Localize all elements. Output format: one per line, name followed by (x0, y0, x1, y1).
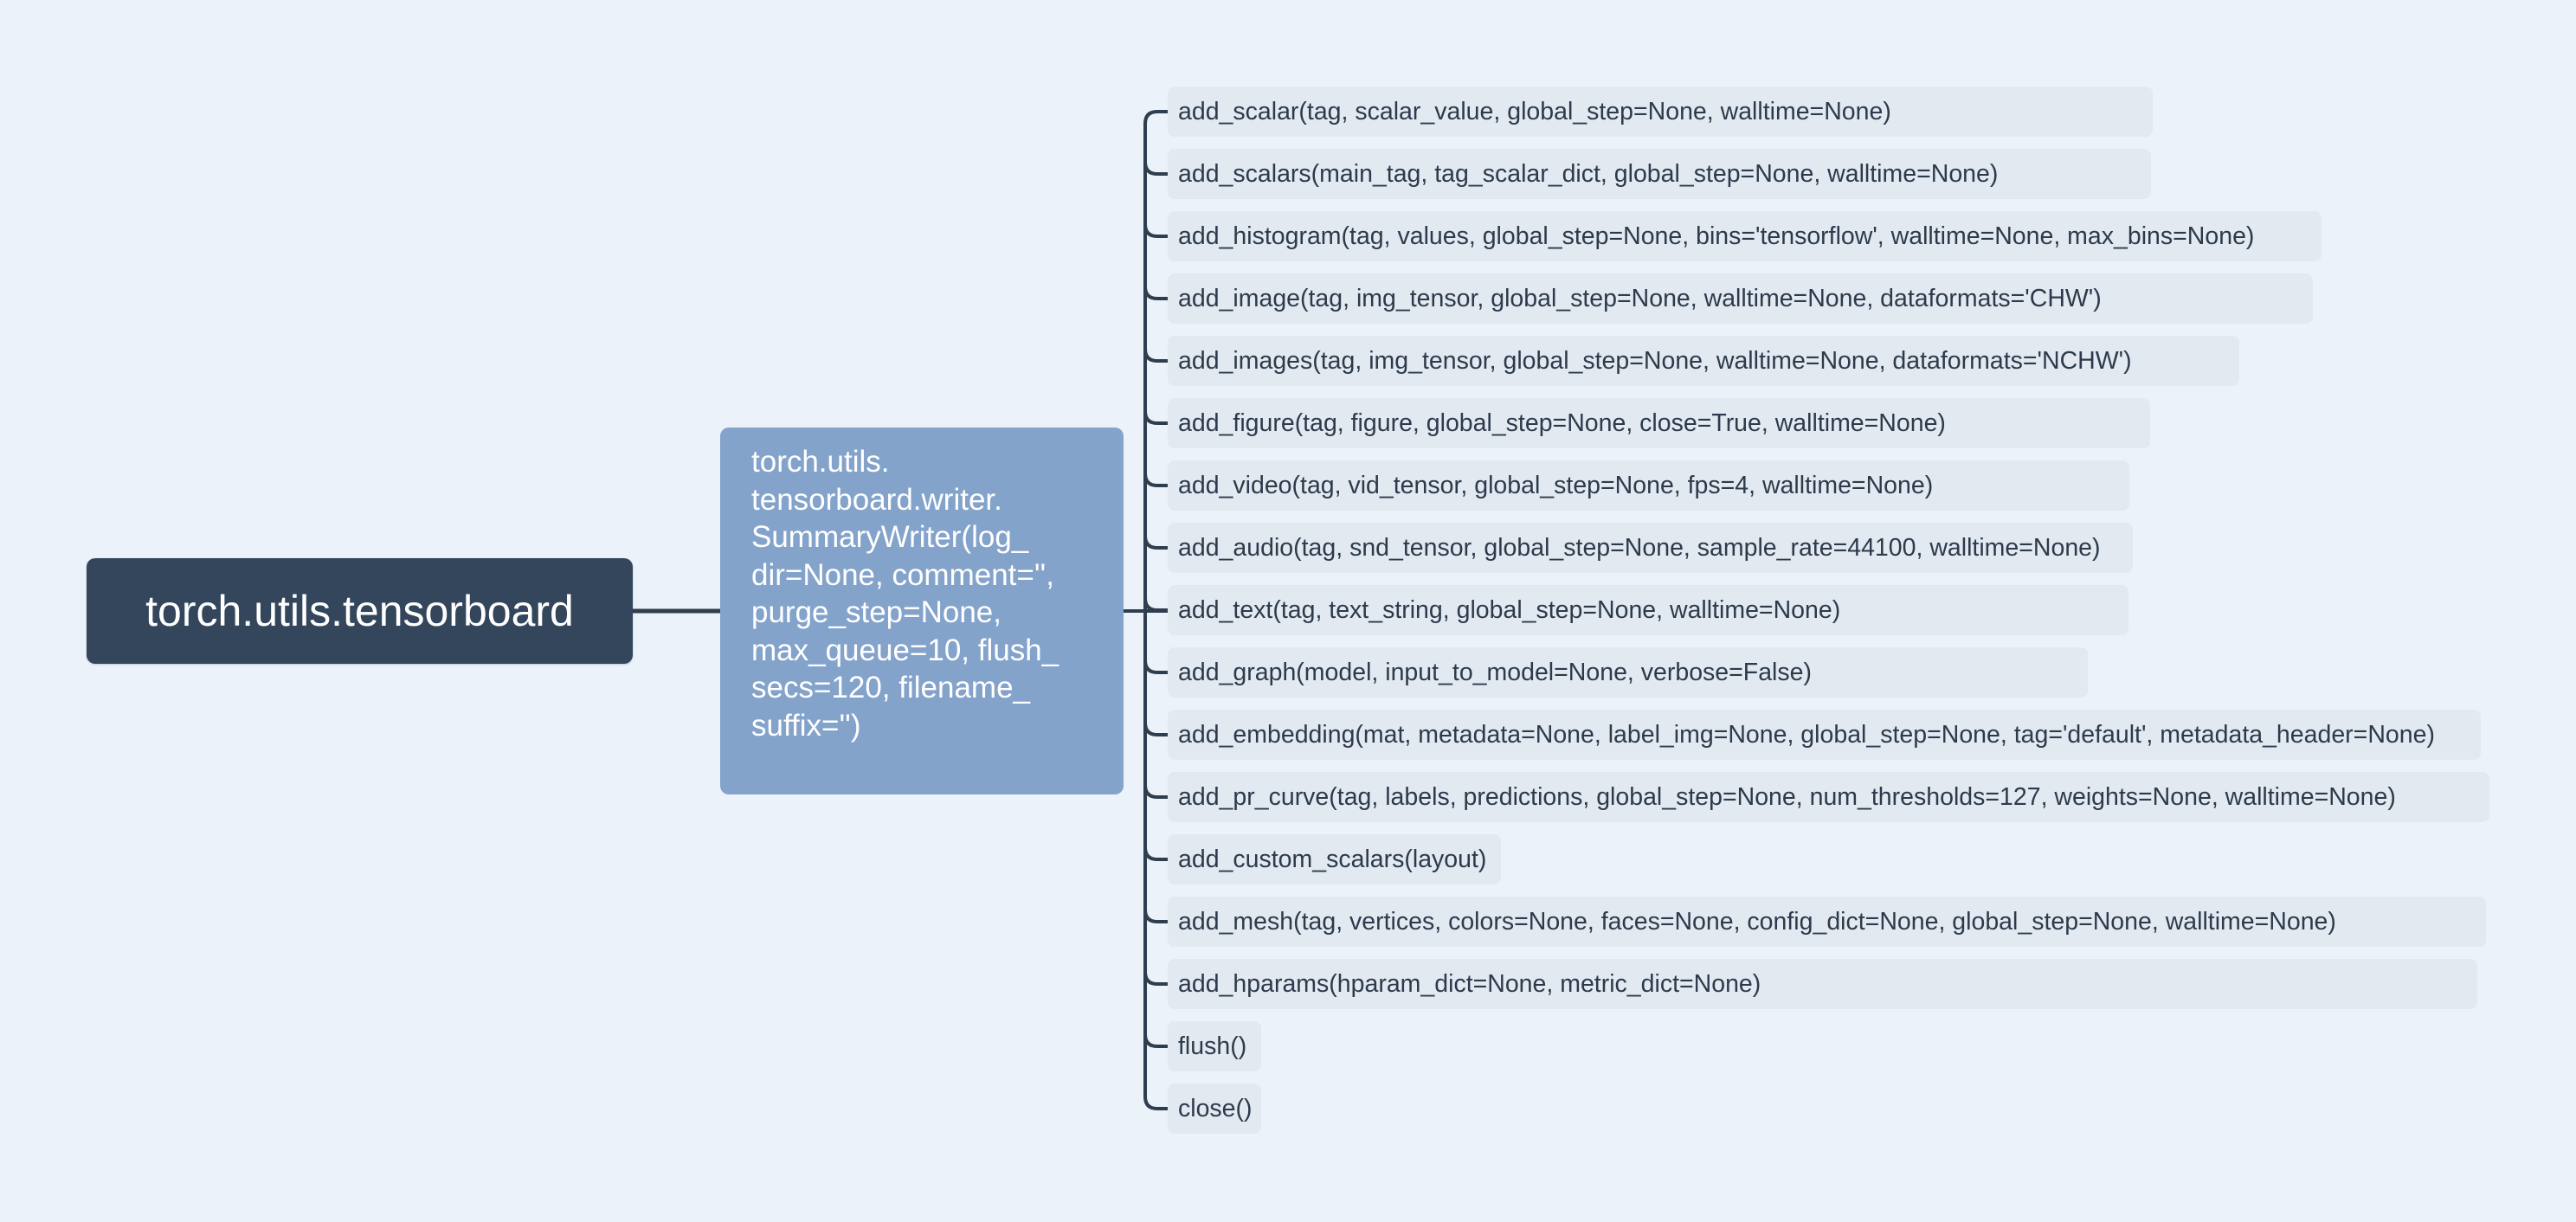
summary-writer-line: suffix='') (751, 708, 861, 743)
branch-connector (1143, 970, 1169, 986)
branch-connector (1143, 472, 1169, 487)
method-node-add-mesh[interactable]: add_mesh(tag, vertices, colors=None, fac… (1168, 897, 2486, 947)
summary-writer-node[interactable]: torch.utils. tensorboard.writer. Summary… (720, 428, 1124, 794)
branch-connector (1143, 222, 1169, 238)
method-node-close[interactable]: close() (1168, 1084, 1261, 1134)
summary-writer-line: purge_step=None, (751, 595, 1001, 629)
summary-writer-line: max_queue=10, flush_ (751, 633, 1059, 667)
branch-connector (1143, 908, 1169, 923)
method-label: close() (1178, 1094, 1253, 1122)
method-node-add-scalar[interactable]: add_scalar(tag, scalar_value, global_ste… (1168, 87, 2153, 137)
branch-connector (1143, 1095, 1169, 1110)
method-node-add-audio[interactable]: add_audio(tag, snd_tensor, global_step=N… (1168, 523, 2133, 573)
method-node-add-hparams[interactable]: add_hparams(hparam_dict=None, metric_dic… (1168, 959, 2477, 1009)
method-node-add-scalars[interactable]: add_scalars(main_tag, tag_scalar_dict, g… (1168, 149, 2151, 199)
branch-connector (1143, 110, 1169, 125)
root-node[interactable]: torch.utils.tensorboard (87, 558, 633, 664)
branch-connector (1143, 285, 1169, 300)
branch-connector (1143, 721, 1169, 736)
method-node-add-text[interactable]: add_text(tag, text_string, global_step=N… (1168, 585, 2128, 635)
method-node-add-pr-curve[interactable]: add_pr_curve(tag, labels, predictions, g… (1168, 772, 2489, 822)
method-node-add-graph[interactable]: add_graph(model, input_to_model=None, ve… (1168, 647, 2088, 698)
method-label: add_graph(model, input_to_model=None, ve… (1178, 658, 1812, 686)
method-label: add_embedding(mat, metadata=None, label_… (1178, 720, 2435, 749)
method-node-add-image[interactable]: add_image(tag, img_tensor, global_step=N… (1168, 273, 2313, 324)
method-label: add_figure(tag, figure, global_step=None… (1178, 408, 1946, 437)
branch-connector (1143, 160, 1169, 176)
method-label: add_images(tag, img_tensor, global_step=… (1178, 346, 2132, 375)
method-label: add_histogram(tag, values, global_step=N… (1178, 222, 2255, 250)
method-label: add_audio(tag, snd_tensor, global_step=N… (1178, 533, 2101, 562)
branch-connector (1143, 846, 1169, 861)
method-label: add_image(tag, img_tensor, global_step=N… (1178, 284, 2102, 312)
method-label: add_video(tag, vid_tensor, global_step=N… (1178, 471, 1934, 499)
method-node-add-figure[interactable]: add_figure(tag, figure, global_step=None… (1168, 398, 2150, 448)
method-label: flush() (1178, 1032, 1247, 1060)
method-label: add_scalars(main_tag, tag_scalar_dict, g… (1178, 159, 1999, 188)
branch-connector (1143, 783, 1169, 799)
method-label: add_mesh(tag, vertices, colors=None, fac… (1178, 907, 2336, 936)
method-label: add_custom_scalars(layout) (1178, 845, 1487, 873)
method-node-flush[interactable]: flush() (1168, 1021, 1261, 1071)
summary-writer-line: torch.utils. (751, 445, 890, 479)
method-node-add-images[interactable]: add_images(tag, img_tensor, global_step=… (1168, 336, 2239, 386)
method-node-add-custom-scalars[interactable]: add_custom_scalars(layout) (1168, 834, 1501, 884)
summary-writer-line: SummaryWriter(log_ (751, 520, 1029, 554)
method-node-add-video[interactable]: add_video(tag, vid_tensor, global_step=N… (1168, 460, 2129, 511)
summary-writer-line: secs=120, filename_ (751, 671, 1031, 704)
summary-writer-line: tensorboard.writer. (751, 482, 1002, 517)
method-node-add-histogram[interactable]: add_histogram(tag, values, global_step=N… (1168, 211, 2322, 261)
method-node-add-embedding[interactable]: add_embedding(mat, metadata=None, label_… (1168, 710, 2481, 760)
method-label: add_scalar(tag, scalar_value, global_ste… (1178, 97, 1891, 125)
method-label: add_text(tag, text_string, global_step=N… (1178, 595, 1841, 624)
branch-connector (1143, 1032, 1169, 1048)
branch-connector (1143, 596, 1169, 612)
branch-connector (1143, 409, 1169, 425)
root-node-label: torch.utils.tensorboard (145, 587, 574, 635)
method-label: add_pr_curve(tag, labels, predictions, g… (1178, 782, 2396, 811)
method-label: add_hparams(hparam_dict=None, metric_dic… (1178, 969, 1761, 998)
branch-connector (1143, 534, 1169, 550)
branch-connector (1143, 659, 1169, 674)
branch-connector (1143, 347, 1169, 363)
summary-writer-line: dir=None, comment='', (751, 557, 1054, 592)
